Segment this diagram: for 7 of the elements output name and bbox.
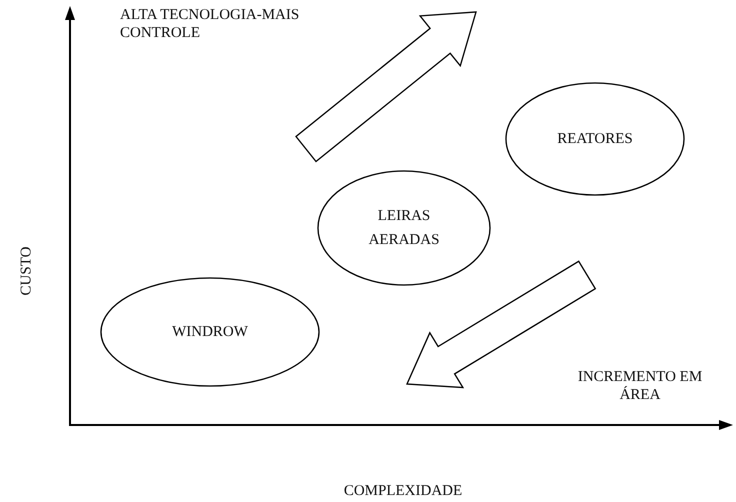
node-label: LEIRAS AERADAS <box>368 207 440 250</box>
annotation: ALTA TECNOLOGIA-MAIS CONTROLE <box>120 6 300 42</box>
axis-title: CUSTO <box>17 246 36 296</box>
axis-title: COMPLEXIDADE <box>342 482 464 500</box>
annotation: INCREMENTO EM ÁREA <box>576 368 704 404</box>
node-label: REATORES <box>557 130 633 149</box>
node-label: WINDROW <box>172 323 248 342</box>
